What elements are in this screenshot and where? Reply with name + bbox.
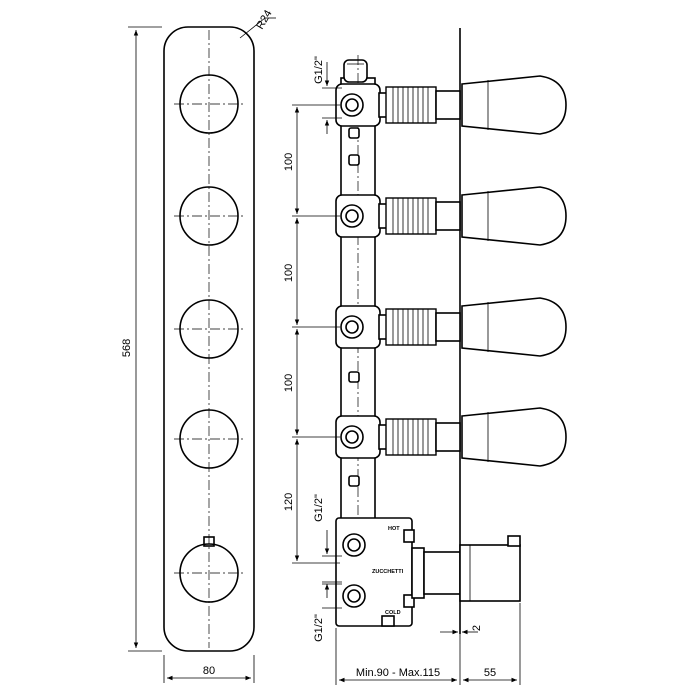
handle-icon	[461, 186, 567, 246]
pitch-label-3: 100	[283, 374, 295, 392]
hot-label: HOT	[388, 526, 400, 532]
pitch-dimensions: 100 100 100 120	[283, 104, 340, 564]
width-label: 80	[203, 665, 215, 677]
valve-icon	[342, 584, 366, 608]
valve-2	[335, 186, 567, 246]
valve-1	[335, 75, 567, 135]
knob-3	[174, 299, 244, 359]
valve-icon	[342, 533, 366, 557]
side-view: HOT COLD ZUCCHETTI 100 100 100 120	[283, 28, 567, 685]
pitch-label-1: 100	[283, 153, 295, 171]
valve-icon	[340, 204, 364, 228]
thread-mid-label: G1/2"	[313, 494, 325, 522]
knob-thermostatic	[174, 536, 244, 603]
thread-top-label: G1/2"	[313, 56, 325, 84]
front-plate	[163, 26, 255, 652]
wall-gap-dimension: 2	[440, 625, 483, 635]
handle-icon	[461, 297, 567, 357]
depth-label: Min.90 - Max.115	[356, 667, 440, 679]
wall-gap-label: 2	[471, 625, 483, 631]
valve-4	[335, 407, 567, 467]
brand-label: ZUCCHETTI	[372, 569, 404, 575]
radius-label: R24	[254, 8, 274, 31]
valve-icon	[340, 315, 364, 339]
valve-icon	[340, 425, 364, 449]
height-label: 568	[121, 339, 133, 357]
handle-icon	[461, 75, 567, 135]
depth-dimensions: Min.90 - Max.115 55	[335, 603, 521, 685]
front-view: R24 568 80	[121, 8, 276, 683]
thread-callouts: G1/2" G1/2" G1/2"	[313, 56, 342, 642]
knob-2	[174, 186, 244, 246]
pitch-label-4: 120	[283, 493, 295, 511]
knob-1	[174, 74, 244, 134]
pitch-label-2: 100	[283, 264, 295, 282]
handle-depth-label: 55	[484, 667, 496, 679]
cold-label: COLD	[385, 610, 401, 616]
thread-bottom-label: G1/2"	[313, 614, 325, 642]
handle-icon	[461, 407, 567, 467]
valve-3	[335, 297, 567, 357]
knob-4	[174, 409, 244, 469]
valve-icon	[340, 93, 364, 117]
thermostatic-body: HOT COLD ZUCCHETTI	[335, 517, 521, 627]
